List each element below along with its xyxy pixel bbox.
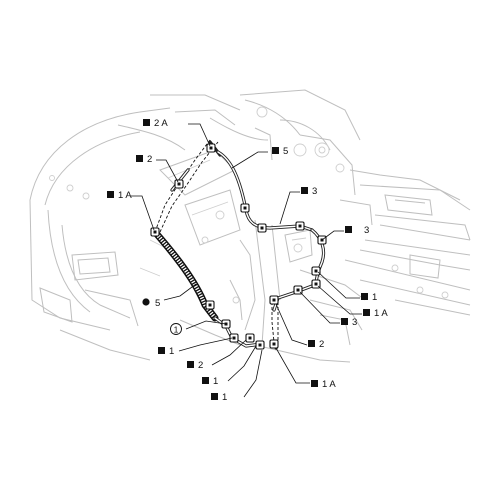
callout-3-mid-text: 3 xyxy=(352,317,357,328)
callout-1a-right-text: 1 A xyxy=(374,308,388,319)
callout-1a-bottom-text: 1 A xyxy=(322,379,336,390)
callout-5-top: 5 xyxy=(272,146,288,157)
callout-1-bottom-a: 1 xyxy=(202,376,218,387)
clip-2 xyxy=(174,179,184,189)
callout-5-left: 5 xyxy=(142,298,160,309)
clip-3-right xyxy=(295,221,305,231)
callout-1-bottom-b: 1 xyxy=(211,392,227,403)
callout-1-right-text: 1 xyxy=(372,292,377,303)
leader-lines xyxy=(131,123,362,398)
clip-3-top xyxy=(257,223,267,233)
clip-1-right xyxy=(311,266,321,276)
callout-3-upper: 3 xyxy=(301,186,317,197)
callout-2-upper: 2 xyxy=(136,154,152,165)
clip-1-bottom-right xyxy=(255,340,265,350)
clip-2a xyxy=(206,143,216,153)
callout-1-right: 1 xyxy=(361,292,377,303)
callout-1-left-text: 1 xyxy=(169,346,174,357)
clip-1a-bottom xyxy=(269,339,279,349)
clip-2-mid xyxy=(269,295,279,305)
callout-3-mid: 3 xyxy=(341,317,357,328)
callout-5-top-text: 5 xyxy=(283,146,288,157)
callout-1a-right: 1 A xyxy=(363,308,388,319)
callout-2-right: 2 xyxy=(308,339,324,350)
callout-2-right-text: 2 xyxy=(319,339,324,350)
callout-3-right-text: 3 xyxy=(364,225,369,236)
clip-5-top xyxy=(240,203,250,213)
callout-1-left: 1 xyxy=(158,346,174,357)
clip-hatch-end xyxy=(205,300,215,310)
clip-1a-left xyxy=(150,227,160,237)
callout-2a-text: 2 A xyxy=(154,118,168,129)
callout-1a-left: 1 A xyxy=(107,190,132,201)
callout-2-left-text: 2 xyxy=(198,360,203,371)
circled-reference-text: 1 xyxy=(174,325,179,335)
clip-1-bottom-mid xyxy=(245,333,255,343)
clips xyxy=(150,143,327,350)
callout-5-left-text: 5 xyxy=(155,298,160,309)
callout-labels: 2 A 2 1 A 5 3 3 1 1 A 3 5 1 2 1 1 2 1 A … xyxy=(107,118,388,403)
callout-1a-left-text: 1 A xyxy=(118,190,132,201)
callout-2-left: 2 xyxy=(187,360,203,371)
callout-2a: 2 A xyxy=(143,118,168,129)
callout-1a-bottom: 1 A xyxy=(311,379,336,390)
clip-2-bottom xyxy=(229,333,239,343)
circled-reference: 1 xyxy=(170,323,182,335)
callout-2-upper-text: 2 xyxy=(147,154,152,165)
callout-3-upper-text: 3 xyxy=(312,186,317,197)
callout-3-right: 3 xyxy=(345,225,369,236)
callout-1-bottom-a-text: 1 xyxy=(213,376,218,387)
callout-1-bottom-b-text: 1 xyxy=(222,392,227,403)
vehicle-body-outline xyxy=(29,89,471,363)
